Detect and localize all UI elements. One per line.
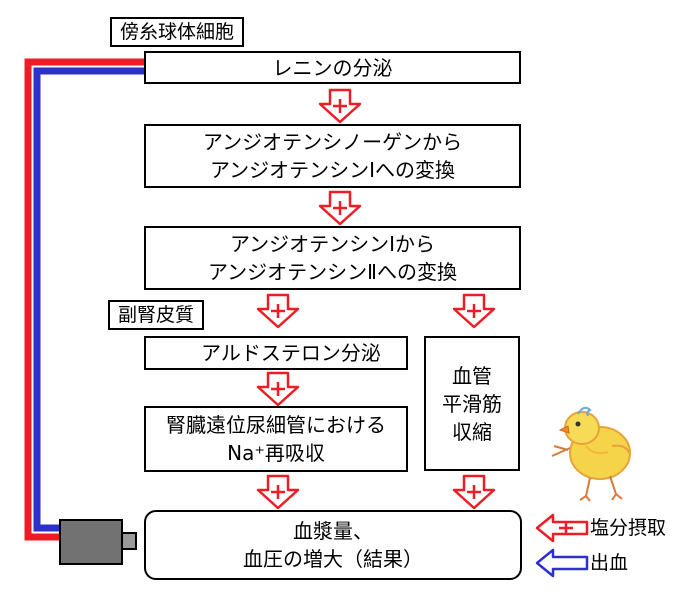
renin-secretion-box: レニンの分泌 xyxy=(144,51,521,84)
cylinder-device-icon xyxy=(59,519,137,565)
down-arrow-plus-icon xyxy=(318,88,362,124)
salt-intake-arrow-icon xyxy=(535,513,589,543)
chick-illustration xyxy=(551,406,631,502)
blue-wire xyxy=(33,67,144,532)
sodium-reabsorption-box: 腎臓遠位尿細管における Na⁺再吸収 xyxy=(144,406,408,472)
vasoconstriction-box: 血管 平滑筋 収縮 xyxy=(424,336,520,471)
bleeding-label: 出血 xyxy=(590,552,629,574)
aldosterone-secretion-box: アルドステロン分泌 xyxy=(144,336,408,370)
angiotensinogen-conversion-text: アンジオテンシノーゲンから アンジオテンシンⅠへの変換 xyxy=(202,130,463,182)
sodium-reabsorption-text: 腎臓遠位尿細管における Na⁺再吸収 xyxy=(166,413,386,465)
angiotensin-ii-conversion-text: アンジオテンシンⅠから アンジオテンシンⅡへの変換 xyxy=(207,232,458,284)
salt-intake-label: 塩分摂取 xyxy=(590,517,667,539)
juxtaglomerular-cell-label: 傍糸球体細胞 xyxy=(110,17,245,47)
result-box: 血漿量、 血圧の増大（結果） xyxy=(144,510,522,580)
aldosterone-secretion-text: アルドステロン分泌 xyxy=(201,341,381,365)
down-arrow-plus-icon xyxy=(256,371,300,407)
red-wire xyxy=(24,58,144,541)
vasoconstriction-text: 血管 平滑筋 収縮 xyxy=(442,363,502,444)
angiotensinogen-conversion-box: アンジオテンシノーゲンから アンジオテンシンⅠへの変換 xyxy=(144,124,521,188)
down-arrow-plus-icon xyxy=(452,293,496,329)
down-arrow-plus-icon xyxy=(256,293,300,329)
angiotensin-ii-conversion-box: アンジオテンシンⅠから アンジオテンシンⅡへの変換 xyxy=(144,226,521,290)
bleeding-arrow-icon xyxy=(535,548,589,578)
down-arrow-plus-icon xyxy=(256,474,300,510)
down-arrow-plus-icon xyxy=(452,474,496,510)
adrenal-cortex-label: 副腎皮質 xyxy=(108,300,205,330)
down-arrow-plus-icon xyxy=(318,190,362,226)
result-text: 血漿量、 血圧の増大（結果） xyxy=(243,519,423,571)
renin-secretion-text: レニンの分泌 xyxy=(272,55,393,80)
white-gap xyxy=(31,65,144,534)
